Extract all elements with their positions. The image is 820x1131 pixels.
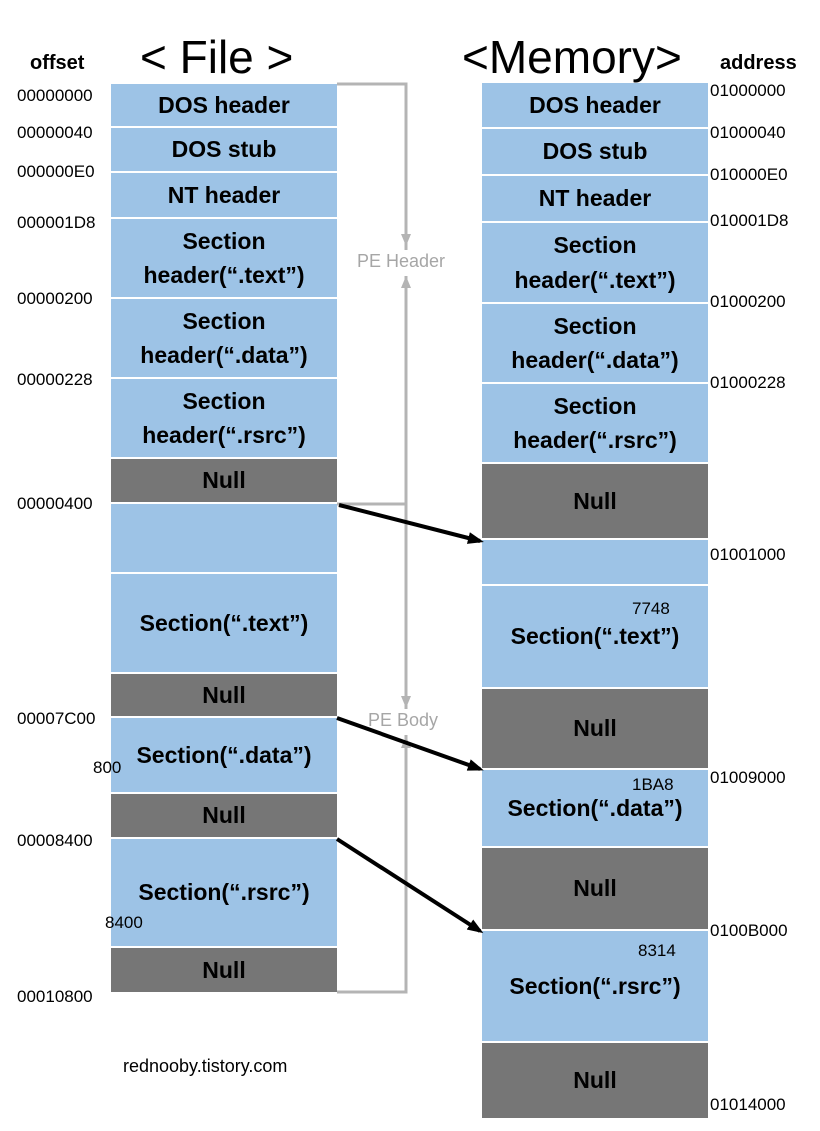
memory-size-text: 7748: [632, 599, 670, 618]
memory-address: 01009000: [710, 768, 786, 787]
memory-section-data: Section(“.data”): [482, 770, 708, 848]
pe-header-label: PE Header: [357, 251, 446, 271]
file-section-header-text: Section header(“.text”): [111, 219, 337, 299]
file-offset: 00000200: [17, 289, 93, 308]
file-offset: 000001D8: [17, 213, 96, 232]
file-title: < File >: [140, 31, 294, 83]
memory-section-header-rsrc: Section header(“.rsrc”): [482, 384, 708, 464]
file-size-rsrc: 8400: [105, 913, 143, 932]
memory-address: 01000228: [710, 373, 786, 392]
address-heading: address: [720, 52, 797, 74]
memory-dos-header: DOS header: [482, 83, 708, 129]
file-section-rsrc: Section(“.rsrc”): [111, 839, 337, 948]
memory-section-header-data: Section header(“.data”): [482, 304, 708, 384]
memory-section-text: Section(“.text”): [482, 586, 708, 689]
memory-address: 01000000: [710, 81, 786, 100]
memory-address: 0100B000: [710, 921, 788, 940]
map-arrow-data: [336, 716, 484, 771]
file-null-after-headers: Null: [111, 459, 337, 504]
file-section-text: Section(“.text”): [111, 574, 337, 674]
file-section-header-rsrc: Section header(“.rsrc”): [111, 379, 337, 459]
file-section-header-data: Section header(“.data”): [111, 299, 337, 379]
file-empty-space: [111, 504, 337, 574]
file-null-end: Null: [111, 948, 337, 992]
offset-heading: offset: [30, 52, 85, 74]
memory-address: 01000200: [710, 292, 786, 311]
memory-address: 01001000: [710, 545, 786, 564]
file-offset: 00000228: [17, 370, 93, 389]
file-null-after-data: Null: [111, 794, 337, 839]
map-arrow-text: [338, 503, 484, 544]
memory-address: 01014000: [710, 1095, 786, 1114]
file-offset: 00010800: [17, 987, 93, 1006]
memory-size-rsrc: 8314: [638, 941, 676, 960]
memory-null-after-data: Null: [482, 848, 708, 931]
memory-section-rsrc: Section(“.rsrc”): [482, 931, 708, 1043]
memory-address: 01000040: [710, 123, 786, 142]
credit-text: rednooby.tistory.com: [123, 1056, 288, 1076]
file-offset: 00000040: [17, 123, 93, 142]
pe-body-label: PE Body: [368, 710, 439, 730]
memory-section-header-text: Section header(“.text”): [482, 223, 708, 304]
memory-empty-space: [482, 540, 708, 586]
file-nt-header: NT header: [111, 173, 337, 219]
memory-size-data: 1BA8: [632, 775, 674, 794]
file-offset: 000000E0: [17, 162, 95, 181]
memory-title: <Memory>: [462, 31, 682, 83]
file-section-data: Section(“.data”): [111, 718, 337, 794]
file-null-after-text: Null: [111, 674, 337, 718]
pe-header-bracket: [337, 82, 408, 506]
file-offset: 00007C00: [17, 709, 96, 728]
file-dos-stub: DOS stub: [111, 128, 337, 173]
pe-body-bracket: [337, 502, 408, 994]
map-arrow-rsrc: [335, 837, 484, 934]
memory-address: 010001D8: [710, 211, 789, 230]
memory-nt-header: NT header: [482, 176, 708, 223]
memory-address: 010000E0: [710, 165, 788, 184]
file-offset: 00008400: [17, 831, 93, 850]
memory-null-after-headers: Null: [482, 464, 708, 540]
file-offset: 00000400: [17, 494, 93, 513]
file-size-data: 800: [93, 758, 122, 777]
memory-null-after-text: Null: [482, 689, 708, 770]
file-dos-header: DOS header: [111, 84, 337, 128]
file-offset: 00000000: [17, 86, 93, 105]
memory-dos-stub: DOS stub: [482, 129, 708, 176]
memory-null-end: Null: [482, 1043, 708, 1118]
